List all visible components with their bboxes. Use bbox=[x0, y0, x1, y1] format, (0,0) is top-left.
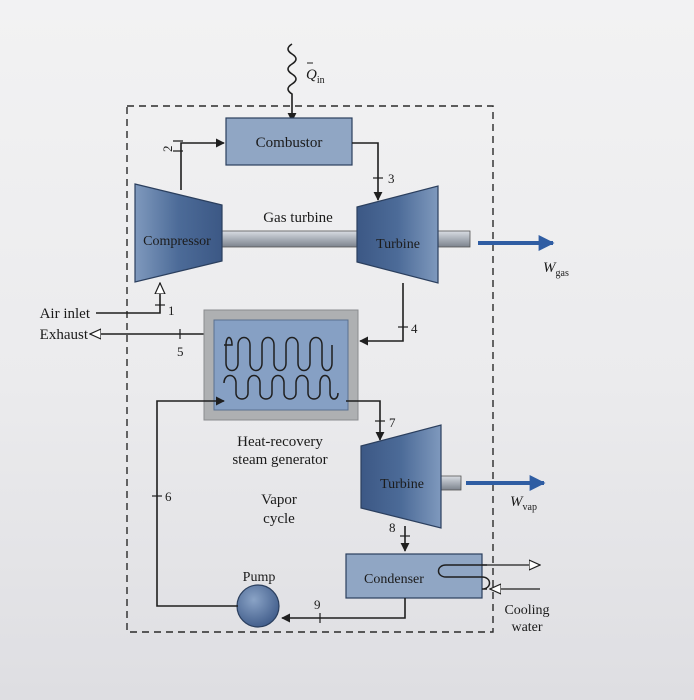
compressor-shape bbox=[134, 183, 223, 283]
gas-turbine-label: Gas turbine bbox=[263, 210, 333, 226]
compressor-label: Compressor bbox=[143, 234, 211, 249]
vapor-cycle-label-line2: cycle bbox=[263, 511, 295, 527]
stream-4-line bbox=[359, 283, 404, 346]
condenser-label: Condenser bbox=[364, 572, 424, 587]
pump-shape bbox=[236, 584, 280, 628]
heat-input-arrow bbox=[287, 43, 297, 122]
state-1-label: 1 bbox=[168, 303, 175, 318]
vapor-turbine-shape bbox=[360, 424, 442, 529]
heat-input-label: Qin bbox=[306, 67, 325, 86]
combustor-box bbox=[225, 117, 353, 166]
cooling-label-line2: water bbox=[511, 620, 542, 635]
state-7-label: 7 bbox=[389, 415, 396, 430]
hrsg-label-line1: Heat-recovery bbox=[237, 434, 323, 450]
condenser-box bbox=[345, 553, 483, 599]
control-volume-boundary bbox=[126, 105, 494, 633]
stream-6-line bbox=[156, 396, 238, 607]
hrsg-coil-lower bbox=[223, 374, 339, 400]
vapor-shaft bbox=[440, 475, 462, 491]
condenser-coil bbox=[437, 564, 491, 590]
state-4-label: 4 bbox=[411, 321, 418, 336]
gas-turbine-shape bbox=[356, 185, 439, 284]
work-vap-label: Wvap bbox=[510, 494, 537, 513]
exhaust-label: Exhaust bbox=[40, 327, 89, 343]
state-3-label: 3 bbox=[388, 171, 395, 186]
vapor-cycle-label-line1: Vapor bbox=[261, 492, 297, 508]
stream-9-line bbox=[281, 598, 406, 623]
gas-turbine-inner-label: Turbine bbox=[376, 237, 420, 252]
work-gas-label: Wgas bbox=[543, 260, 569, 279]
air-inlet-label: Air inlet bbox=[40, 306, 91, 322]
air-inlet-line bbox=[96, 283, 160, 314]
hrsg-coil-upper bbox=[224, 336, 333, 372]
state-5-label: 5 bbox=[177, 344, 184, 359]
hrsg-inner bbox=[213, 319, 349, 411]
state-9-label: 9 bbox=[314, 597, 321, 612]
state-6-label: 6 bbox=[165, 489, 172, 504]
state-2-label: 2 bbox=[160, 146, 175, 153]
pump-label: Pump bbox=[243, 570, 276, 585]
stream-2-line bbox=[180, 138, 225, 190]
stream-7-line bbox=[346, 400, 385, 441]
hrsg-label-line2: steam generator bbox=[232, 452, 327, 468]
vapor-turbine-label: Turbine bbox=[380, 477, 424, 492]
cooling-label-line1: Cooling bbox=[504, 603, 549, 618]
state-2-tick bbox=[173, 140, 183, 152]
state-8-label: 8 bbox=[389, 520, 396, 535]
stream-3-line bbox=[352, 142, 383, 201]
combustor-label: Combustor bbox=[256, 135, 323, 151]
